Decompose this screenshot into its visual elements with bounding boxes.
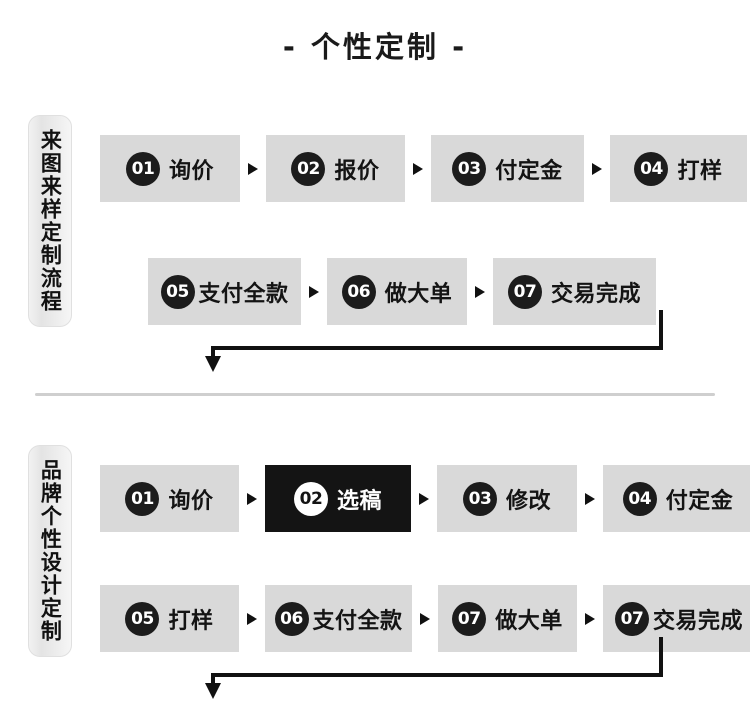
step-label: 选稿	[336, 488, 382, 514]
step-number-badge: 02	[291, 151, 326, 186]
step-number-badge: 07	[452, 601, 487, 636]
step-number-badge: 06	[274, 601, 309, 636]
steps-row-0-0: 01 询价 02 报价 03 付定金 04 打样	[100, 135, 747, 202]
arrow-right-icon	[412, 612, 438, 625]
steps-row-1-0: 01 询价 02 选稿 03 修改 04 付定金	[100, 465, 750, 532]
arrow-right-icon	[240, 162, 266, 175]
step-box[interactable]: 03 修改	[437, 465, 577, 532]
arrow-right-icon	[239, 492, 265, 505]
vertical-label-tab-1: 品牌个性设计定制	[28, 445, 72, 657]
step-label: 打样	[677, 158, 723, 184]
step-box[interactable]: 06 做大单	[327, 258, 467, 325]
step-number-badge: 07	[615, 601, 649, 636]
arrow-right-icon	[301, 285, 327, 298]
step-label: 支付全款	[198, 281, 289, 307]
arrow-right-icon	[405, 162, 431, 175]
step-box[interactable]: 02 选稿	[265, 465, 411, 532]
arrow-right-icon	[577, 492, 603, 505]
step-box[interactable]: 03 付定金	[431, 135, 584, 202]
step-box[interactable]: 01 询价	[100, 465, 239, 532]
step-number-badge: 04	[622, 481, 657, 516]
step-box[interactable]: 04 打样	[610, 135, 747, 202]
section-divider	[35, 393, 715, 396]
step-label: 交易完成	[550, 281, 641, 307]
step-label: 修改	[505, 488, 551, 514]
arrow-right-icon	[467, 285, 493, 298]
arrow-right-icon	[584, 162, 610, 175]
step-label: 报价	[334, 158, 380, 184]
step-number-badge: 04	[634, 151, 669, 186]
step-number-badge: 02	[293, 481, 328, 516]
step-box[interactable]: 01 询价	[100, 135, 240, 202]
step-label: 做大单	[384, 281, 453, 307]
step-box[interactable]: 02 报价	[266, 135, 405, 202]
page-title: - 个性定制 -	[282, 30, 468, 64]
step-number-badge: 05	[160, 274, 195, 309]
step-label: 询价	[168, 488, 214, 514]
step-number-badge: 01	[125, 151, 160, 186]
step-number-badge: 01	[125, 481, 160, 516]
step-label: 交易完成	[653, 608, 744, 634]
step-number-badge: 07	[507, 274, 542, 309]
step-box[interactable]: 04 付定金	[603, 465, 750, 532]
step-number-badge: 05	[125, 601, 160, 636]
step-label: 付定金	[495, 158, 563, 184]
arrow-right-icon	[411, 492, 437, 505]
vertical-label-text: 品牌个性设计定制	[38, 459, 63, 643]
step-label: 打样	[168, 608, 214, 634]
step-box[interactable]: 05 打样	[100, 585, 239, 652]
step-number-badge: 03	[452, 151, 487, 186]
arrow-right-icon	[239, 612, 265, 625]
step-label: 询价	[168, 158, 214, 184]
step-label: 支付全款	[312, 608, 403, 634]
step-box[interactable]: 07 做大单	[438, 585, 577, 652]
step-label: 做大单	[495, 608, 563, 634]
vertical-label-tab-0: 来图来样定制流程	[28, 115, 72, 327]
step-number-badge: 03	[462, 481, 497, 516]
step-box[interactable]: 07 交易完成	[493, 258, 656, 325]
vertical-label-text: 来图来样定制流程	[38, 129, 63, 313]
step-number-badge: 06	[341, 274, 376, 309]
step-label: 付定金	[665, 488, 734, 514]
arrow-right-icon	[577, 612, 603, 625]
